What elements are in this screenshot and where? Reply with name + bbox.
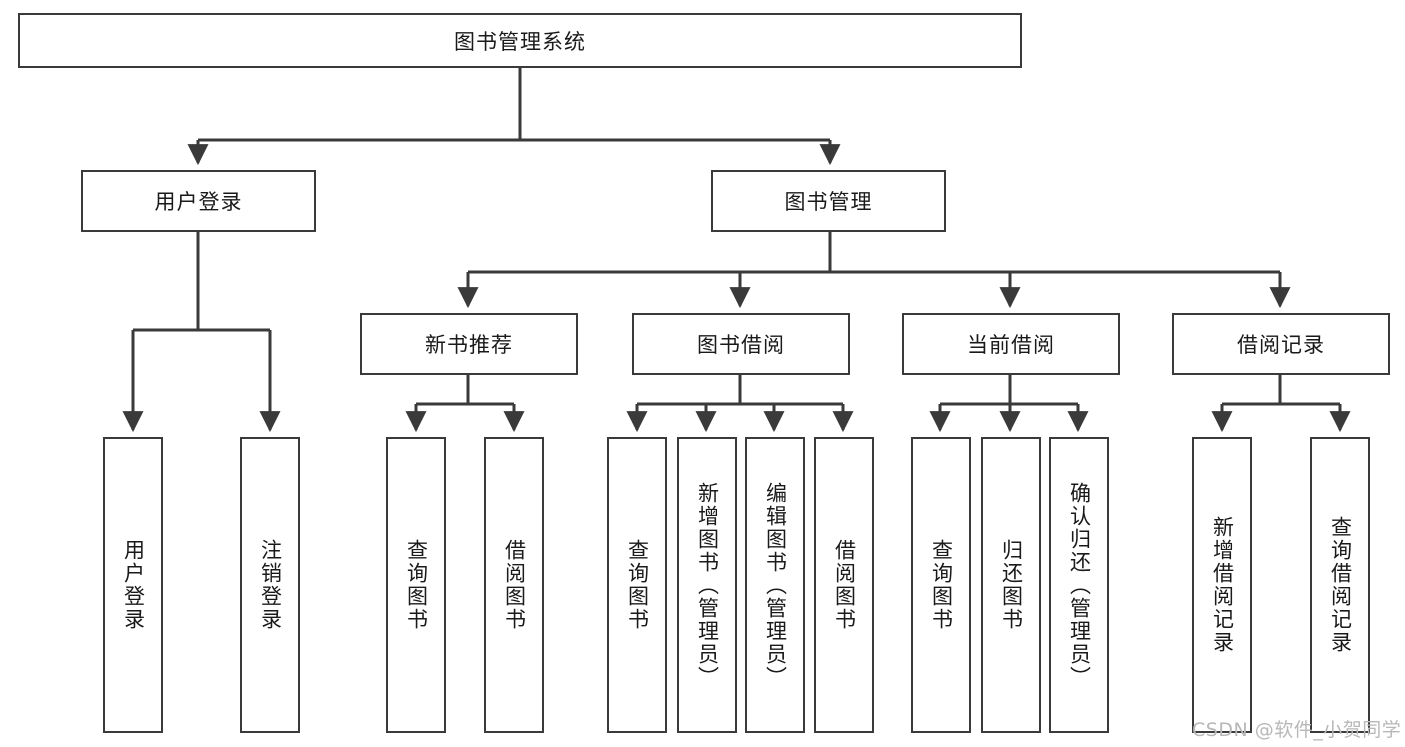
node-new-book-recommend[interactable]: 新书推荐 [360,313,578,375]
leaf-return-book-label: 归还图书 [999,539,1024,631]
leaf-query-book-current-label: 查询图书 [929,539,954,631]
node-borrow-record[interactable]: 借阅记录 [1172,313,1390,375]
node-book-management-label: 图书管理 [784,190,873,214]
node-new-book-recommend-label: 新书推荐 [425,333,513,357]
leaf-query-book-current[interactable]: 查询图书 [911,437,971,733]
leaf-add-book-admin-label: 新增图书（管理员） [695,481,720,689]
leaf-query-borrow-record[interactable]: 查询借阅记录 [1310,437,1370,733]
csdn-watermark: CSDN @软件_小贺同学 [1192,719,1402,741]
leaf-edit-book-admin-label: 编辑图书（管理员） [763,481,788,689]
leaf-user-login-label: 用户登录 [121,539,146,631]
leaf-add-borrow-record[interactable]: 新增借阅记录 [1192,437,1252,733]
leaf-borrow-book-label: 借阅图书 [832,539,857,631]
leaf-query-book-borrow-label: 查询图书 [625,539,650,631]
node-root[interactable]: 图书管理系统 [18,13,1022,68]
node-book-borrow[interactable]: 图书借阅 [632,313,850,375]
node-user-login[interactable]: 用户登录 [81,170,316,232]
leaf-edit-book-admin[interactable]: 编辑图书（管理员） [745,437,805,733]
node-borrow-record-label: 借阅记录 [1237,333,1325,357]
leaf-user-login[interactable]: 用户登录 [103,437,163,733]
node-book-management[interactable]: 图书管理 [711,170,946,232]
leaf-add-book-admin[interactable]: 新增图书（管理员） [677,437,737,733]
leaf-query-book-borrow[interactable]: 查询图书 [607,437,667,733]
leaf-confirm-return-admin[interactable]: 确认归还（管理员） [1049,437,1109,733]
node-current-borrow[interactable]: 当前借阅 [902,313,1120,375]
leaf-logout[interactable]: 注销登录 [240,437,300,733]
leaf-borrow-book-recommend[interactable]: 借阅图书 [484,437,544,733]
leaf-borrow-book-recommend-label: 借阅图书 [502,539,527,631]
leaf-query-borrow-record-label: 查询借阅记录 [1328,516,1353,654]
leaf-query-book-recommend[interactable]: 查询图书 [386,437,446,733]
node-root-label: 图书管理系统 [454,29,586,54]
node-user-login-label: 用户登录 [154,190,243,214]
leaf-query-book-recommend-label: 查询图书 [404,539,429,631]
leaf-borrow-book[interactable]: 借阅图书 [814,437,874,733]
leaf-add-borrow-record-label: 新增借阅记录 [1210,516,1235,654]
leaf-confirm-return-admin-label: 确认归还（管理员） [1067,481,1092,689]
leaf-return-book[interactable]: 归还图书 [981,437,1041,733]
node-book-borrow-label: 图书借阅 [697,333,785,357]
leaf-logout-label: 注销登录 [258,539,283,631]
node-current-borrow-label: 当前借阅 [967,333,1055,357]
